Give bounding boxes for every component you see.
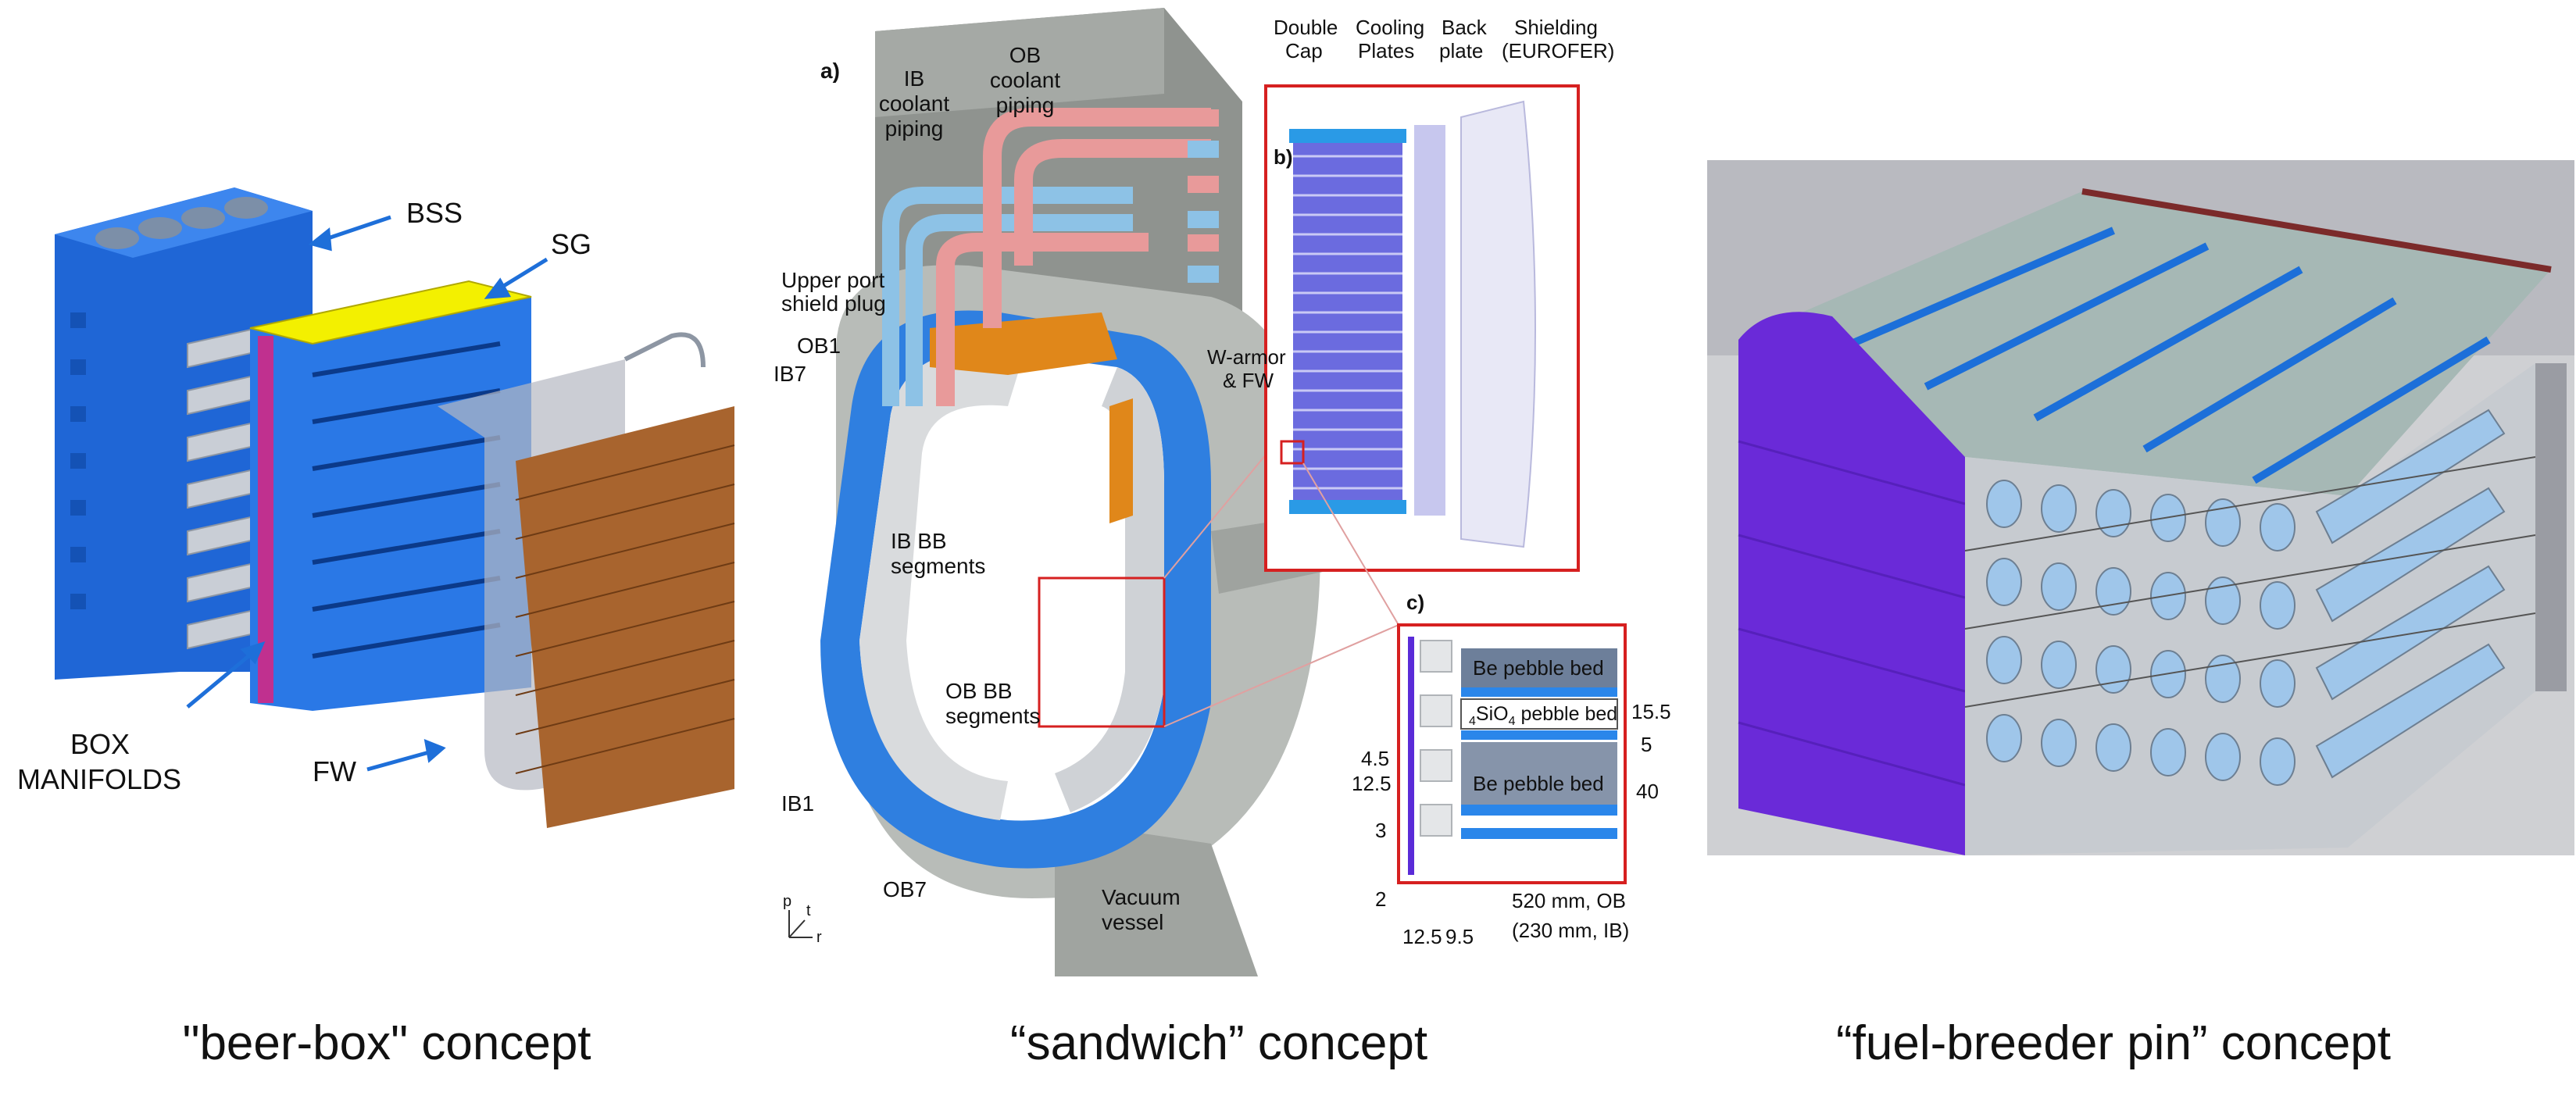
pin-top-plates	[1738, 188, 2552, 496]
shield-label-1: Shielding	[1514, 16, 1598, 39]
ib-coolant-label-1: IB	[904, 66, 924, 91]
blanket-ring	[820, 310, 1211, 869]
dim-230-label: (230 mm, IB)	[1512, 919, 1629, 942]
dim-12-5-label: 12.5	[1352, 772, 1392, 795]
ib-coolant-piping	[882, 187, 1133, 406]
box-label: BOX	[70, 728, 130, 760]
ob1-label: OB1	[797, 334, 841, 358]
dim-520-label: 520 mm, OB	[1512, 889, 1626, 912]
dim-12-5b-label: 12.5	[1402, 925, 1442, 948]
upper-port-label-2: shield plug	[781, 291, 886, 316]
ob-coolant-label-3: piping	[996, 93, 1055, 117]
panel-a-label: a)	[820, 59, 840, 83]
back-label-2: plate	[1439, 39, 1483, 62]
ob-coolant-label-1: OB	[1009, 43, 1041, 67]
pebble-bed-layers	[1408, 637, 1618, 875]
vacuum-label-1: Vacuum	[1102, 885, 1181, 909]
dim-3-label: 3	[1375, 819, 1386, 842]
axis-r-label: r	[816, 929, 822, 946]
sandwich-figure: a) IB coolant piping OB coolant piping U…	[774, 8, 1671, 976]
pin-figure	[1707, 160, 2574, 855]
double-cap-label-1: Double	[1274, 16, 1338, 39]
sandwich-caption: “sandwich” concept	[1009, 1016, 1428, 1070]
warmor-label-1: W-armor	[1207, 345, 1286, 369]
cooling-label-2: Plates	[1358, 39, 1414, 62]
pin-caption: “fuel-breeder pin” concept	[1836, 1016, 2391, 1070]
ob-coolant-piping	[936, 108, 1211, 406]
dim-4-5-label: 4.5	[1361, 747, 1389, 770]
axis-p-label: p	[783, 893, 791, 910]
dim-2-label: 2	[1375, 887, 1386, 911]
cooling-label-1: Cooling	[1356, 16, 1424, 39]
ib7-label: IB7	[774, 362, 806, 386]
vacuum-label-2: vessel	[1102, 910, 1163, 934]
bss-label: BSS	[406, 197, 463, 229]
beerbox-arrows	[186, 215, 548, 772]
upper-port-label-1: Upper port	[781, 268, 885, 292]
ib1-label: IB1	[781, 791, 814, 816]
ob-coolant-label-2: coolant	[990, 68, 1061, 92]
ib-coolant-label-2: coolant	[879, 91, 950, 116]
fw-wall	[438, 332, 735, 828]
be-bed-top-label: Be pebble bed	[1473, 656, 1604, 680]
pin-front-face	[1964, 363, 2536, 855]
panel-c-label: c)	[1406, 591, 1424, 614]
axis-triad	[788, 910, 813, 938]
sg-label: SG	[551, 228, 591, 260]
axis-t-label: t	[806, 902, 811, 919]
back-label-1: Back	[1442, 16, 1488, 39]
fw-label: FW	[313, 755, 356, 787]
bss-plate	[55, 187, 313, 680]
ib-bb-label-1: IB BB	[891, 529, 947, 553]
ob-bb-label-2: segments	[945, 704, 1040, 728]
beerbox-figure: BSS SG BOX MANIFOLDS FW	[17, 187, 735, 828]
sg-box	[249, 280, 532, 711]
ob-detail-box	[1038, 576, 1166, 728]
shield-label-2: (EUROFER)	[1502, 39, 1614, 62]
ib-bb-label-2: segments	[891, 554, 985, 578]
upper-port-shield-plug	[930, 312, 1117, 375]
cooling-plates	[1289, 100, 1536, 548]
warmor-label-2: & FW	[1223, 369, 1274, 392]
double-cap-label-2: Cap	[1285, 39, 1323, 62]
be-bed-bottom-label: Be pebble bed	[1473, 772, 1604, 795]
manifolds-label: MANIFOLDS	[17, 763, 181, 795]
pipe-tips	[1188, 109, 1219, 283]
orange-strip	[1109, 398, 1133, 523]
beerbox-caption: "beer-box" concept	[182, 1016, 591, 1070]
pin-first-wall	[1738, 312, 1965, 855]
dim-9-5-label: 9.5	[1445, 925, 1474, 948]
li-bed-label: 4SiO4 pebble bed	[1469, 703, 1617, 728]
ob7-label: OB7	[883, 877, 927, 901]
panel-b-label: b)	[1274, 145, 1293, 169]
dim-5-label: 5	[1641, 733, 1652, 756]
ib-coolant-label-3: piping	[885, 116, 944, 141]
dim-15-5-label: 15.5	[1631, 700, 1671, 723]
ob-bb-label-1: OB BB	[945, 679, 1013, 703]
dim-40-label: 40	[1636, 780, 1659, 803]
